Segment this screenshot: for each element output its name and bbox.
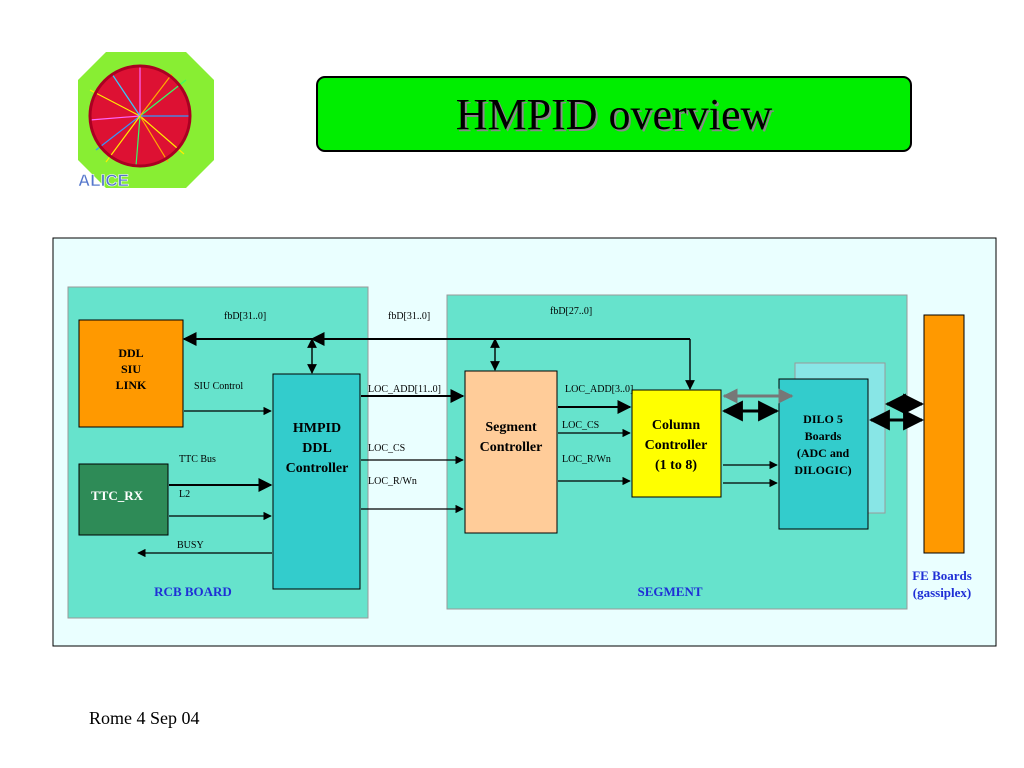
- hmpid-ddl-label-1: HMPID: [293, 421, 341, 436]
- ddl-siu-label-3: LINK: [116, 378, 147, 392]
- segment-board-label: SEGMENT: [637, 584, 702, 599]
- fbd-left-label: fbD[31..0]: [224, 311, 266, 322]
- loc-rwn-2-label: LOC_R/Wn: [562, 454, 611, 465]
- loc-cs-1-label: LOC_CS: [368, 443, 405, 454]
- page-title: HMPID overview: [455, 89, 773, 139]
- ttc-rx-block: [78, 463, 169, 536]
- column-controller-block: [631, 389, 722, 498]
- l2-label: L2: [179, 489, 190, 500]
- loc-add-3-label: LOC_ADD[3..0]: [565, 384, 633, 395]
- column-controller-label-1: Column: [652, 418, 700, 433]
- fbd-right-label: fbD[27..0]: [550, 306, 592, 317]
- ddl-siu-label-1: DDL: [118, 346, 143, 360]
- loc-cs-2-label: LOC_CS: [562, 420, 599, 431]
- fbd-mid-label: fbD[31..0]: [388, 311, 430, 322]
- hmpid-ddl-label-2: DDL: [302, 441, 332, 456]
- siu-control-label: SIU Control: [194, 381, 243, 392]
- loc-add-11-label: LOC_ADD[11..0]: [368, 384, 441, 395]
- hmpid-ddl-controller-block: [272, 373, 361, 590]
- column-controller-label-2: Controller: [645, 438, 708, 453]
- hmpid-ddl-label-3: Controller: [286, 461, 349, 476]
- fe-boards-label-2: (gassiplex): [913, 585, 972, 600]
- dilo-label-4: DILOGIC): [794, 463, 851, 477]
- segment-controller-block: [464, 370, 558, 534]
- column-controller-label-3: (1 to 8): [655, 458, 697, 473]
- segment-controller-label-1: Segment: [485, 420, 537, 435]
- logo-text: ALICE: [78, 171, 129, 190]
- dilo-label-2: Boards: [805, 429, 842, 443]
- segment-controller-label-2: Controller: [480, 440, 543, 455]
- dilo-label-3: (ADC and: [797, 446, 850, 460]
- dilo-label-1: DILO 5: [803, 412, 843, 426]
- fe-boards-block: [923, 314, 965, 554]
- ttc-bus-label: TTC Bus: [179, 454, 216, 465]
- ddl-siu-label-2: SIU: [121, 362, 141, 376]
- ddl-siu-block: [78, 319, 184, 428]
- busy-label: BUSY: [177, 540, 204, 551]
- alice-logo-icon: ALICE: [78, 52, 214, 190]
- ttc-rx-label: TTC_RX: [91, 488, 144, 503]
- fe-boards-label-1: FE Boards: [912, 568, 972, 583]
- title-box: HMPID overview: [316, 76, 912, 152]
- loc-rwn-1-label: LOC_R/Wn: [368, 476, 417, 487]
- footer-date: Rome 4 Sep 04: [89, 708, 200, 728]
- dilo-board-block: [778, 378, 869, 530]
- rcb-board-label: RCB BOARD: [154, 584, 232, 599]
